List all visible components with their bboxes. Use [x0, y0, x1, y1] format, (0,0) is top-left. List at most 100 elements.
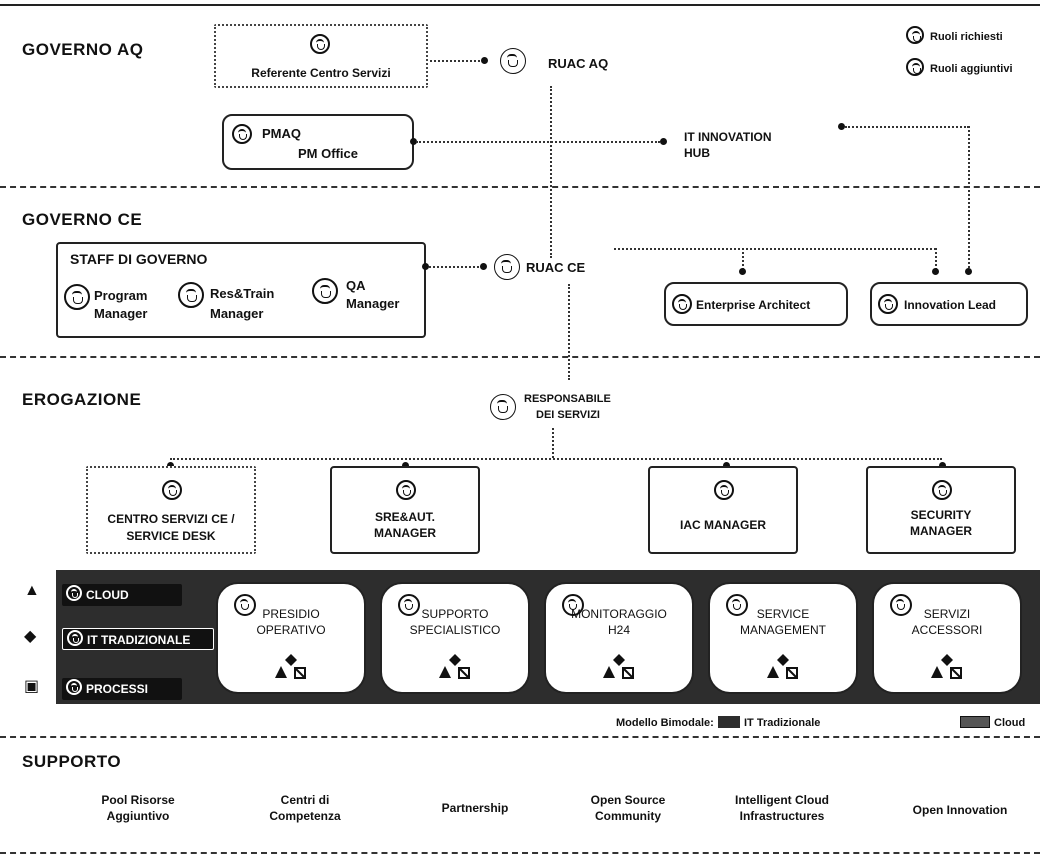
tag-processi-label: PROCESSI — [86, 682, 149, 696]
tag-it-tradizionale-label: IT TRADIZIONALE — [87, 633, 191, 647]
it-tradizionale-icon — [67, 630, 83, 646]
role-icon — [396, 480, 416, 500]
service-monitoraggio-h24: MONITORAGGIO H24 — [544, 582, 694, 694]
it-innovation-line1: IT INNOVATION — [684, 130, 772, 144]
connector — [430, 60, 480, 62]
ruac-ce-label: RUAC CE — [526, 260, 586, 275]
role-icon — [932, 480, 952, 500]
role-icon — [714, 480, 734, 500]
section-title-governo-ce: GOVERNO CE — [22, 210, 143, 229]
legend-additional-label: Ruoli aggiuntivi — [930, 63, 1013, 75]
connector-dot — [660, 138, 667, 145]
innovation-lead-icon — [878, 294, 898, 314]
bimodal-markers-icon — [439, 654, 470, 679]
service-presidio-operativo: PRESIDIO OPERATIVO — [216, 582, 366, 694]
bimodal-trad-label: IT Tradizionale — [744, 717, 821, 729]
additional-role-icon — [906, 58, 924, 76]
enterprise-architect-icon — [672, 294, 692, 314]
role-icon — [890, 594, 912, 616]
connector — [968, 126, 970, 272]
program-manager-l2: Manager — [94, 306, 148, 321]
supporto-item-l1: Partnership — [441, 801, 509, 815]
service-l2: H24 — [607, 623, 630, 637]
pmaq-subtitle: PM Office — [298, 146, 358, 161]
tag-cloud: CLOUD — [62, 584, 182, 606]
manager-l2: MANAGER — [374, 526, 436, 540]
bottom-rule — [0, 852, 1040, 854]
divider-supporto — [0, 736, 1040, 738]
connector — [935, 248, 937, 270]
service-servizi-accessori: SERVIZI ACCESSORI — [872, 582, 1022, 694]
it-tradizionale-diamond-icon: ◆ — [24, 628, 37, 645]
responsabile-icon — [490, 394, 516, 420]
connector-dot — [481, 57, 488, 64]
ruac-ce-icon — [494, 254, 520, 280]
cloud-icon — [66, 585, 82, 601]
service-l2: ACCESSORI — [911, 623, 983, 637]
section-title-erogazione: EROGAZIONE — [22, 390, 142, 409]
manager-box-security: SECURITY MANAGER — [866, 466, 1016, 554]
manager-l2: SERVICE DESK — [126, 529, 216, 543]
res-train-l2: Manager — [210, 306, 264, 321]
qa-manager-icon — [312, 278, 338, 304]
processi-icon — [66, 679, 82, 695]
connector-dot — [739, 268, 746, 275]
connector-dot — [480, 263, 487, 270]
cloud-triangle-icon: ▲ — [24, 582, 40, 599]
bimodal-markers-icon — [603, 654, 634, 679]
role-icon — [232, 124, 252, 144]
bimodal-markers-icon — [275, 654, 306, 679]
bimodal-model-label: Modello Bimodale: — [616, 717, 714, 729]
manager-l1: CENTRO SERVIZI CE / — [107, 512, 235, 526]
enterprise-architect-box: Enterprise Architect — [664, 282, 848, 326]
role-icon — [398, 594, 420, 616]
connector — [170, 458, 942, 460]
connector — [845, 126, 969, 128]
ruac-aq-label: RUAC AQ — [548, 56, 609, 71]
service-l1: PRESIDIO — [262, 607, 320, 621]
it-innovation-line2: HUB — [684, 146, 710, 160]
manager-l2: MANAGER — [910, 524, 972, 538]
service-l1: MONITORAGGIO — [571, 607, 667, 621]
connector — [416, 141, 660, 143]
pmaq-title: PMAQ — [262, 126, 301, 141]
staff-di-governo-box: STAFF DI GOVERNO Program Manager Res&Tra… — [56, 242, 426, 338]
tag-it-tradizionale: IT TRADIZIONALE — [62, 628, 214, 650]
role-icon — [234, 594, 256, 616]
connector — [742, 248, 744, 270]
supporto-item-l1: Intelligent Cloud — [735, 793, 829, 807]
manager-box-sre-aut: SRE&AUT. MANAGER — [330, 466, 480, 554]
connector-dot — [410, 138, 417, 145]
service-l2: OPERATIVO — [256, 623, 326, 637]
connector-dot — [167, 462, 174, 469]
supporto-item: Partnership — [420, 800, 530, 816]
ruac-aq-icon — [500, 48, 526, 74]
qa-l1: QA — [346, 278, 366, 293]
bimodal-markers-icon — [931, 654, 962, 679]
legend-required-label: Ruoli richiesti — [930, 31, 1003, 43]
service-l2: MANAGEMENT — [739, 623, 826, 637]
service-l1: SERVIZI — [923, 607, 971, 621]
manager-box-iac: IAC MANAGER — [648, 466, 798, 554]
tag-cloud-label: CLOUD — [86, 588, 129, 602]
innovation-lead-label: Innovation Lead — [904, 298, 997, 312]
supporto-item: Open Innovation — [890, 802, 1030, 818]
res-train-manager-icon — [178, 282, 204, 308]
manager-l1: IAC MANAGER — [680, 518, 766, 532]
divider-erogazione — [0, 356, 1040, 358]
required-role-icon — [906, 26, 924, 44]
bimodal-cloud-label: Cloud — [994, 717, 1026, 729]
qa-l2: Manager — [346, 296, 400, 311]
manager-l1: SECURITY — [910, 508, 972, 522]
innovation-lead-box: Innovation Lead — [870, 282, 1028, 326]
supporto-item-l2: Aggiuntivo — [106, 809, 170, 823]
responsabile-l2: DEI SERVIZI — [536, 409, 600, 421]
service-l2: SPECIALISTICO — [409, 623, 501, 637]
connector-dot — [939, 462, 946, 469]
connector — [568, 284, 570, 380]
